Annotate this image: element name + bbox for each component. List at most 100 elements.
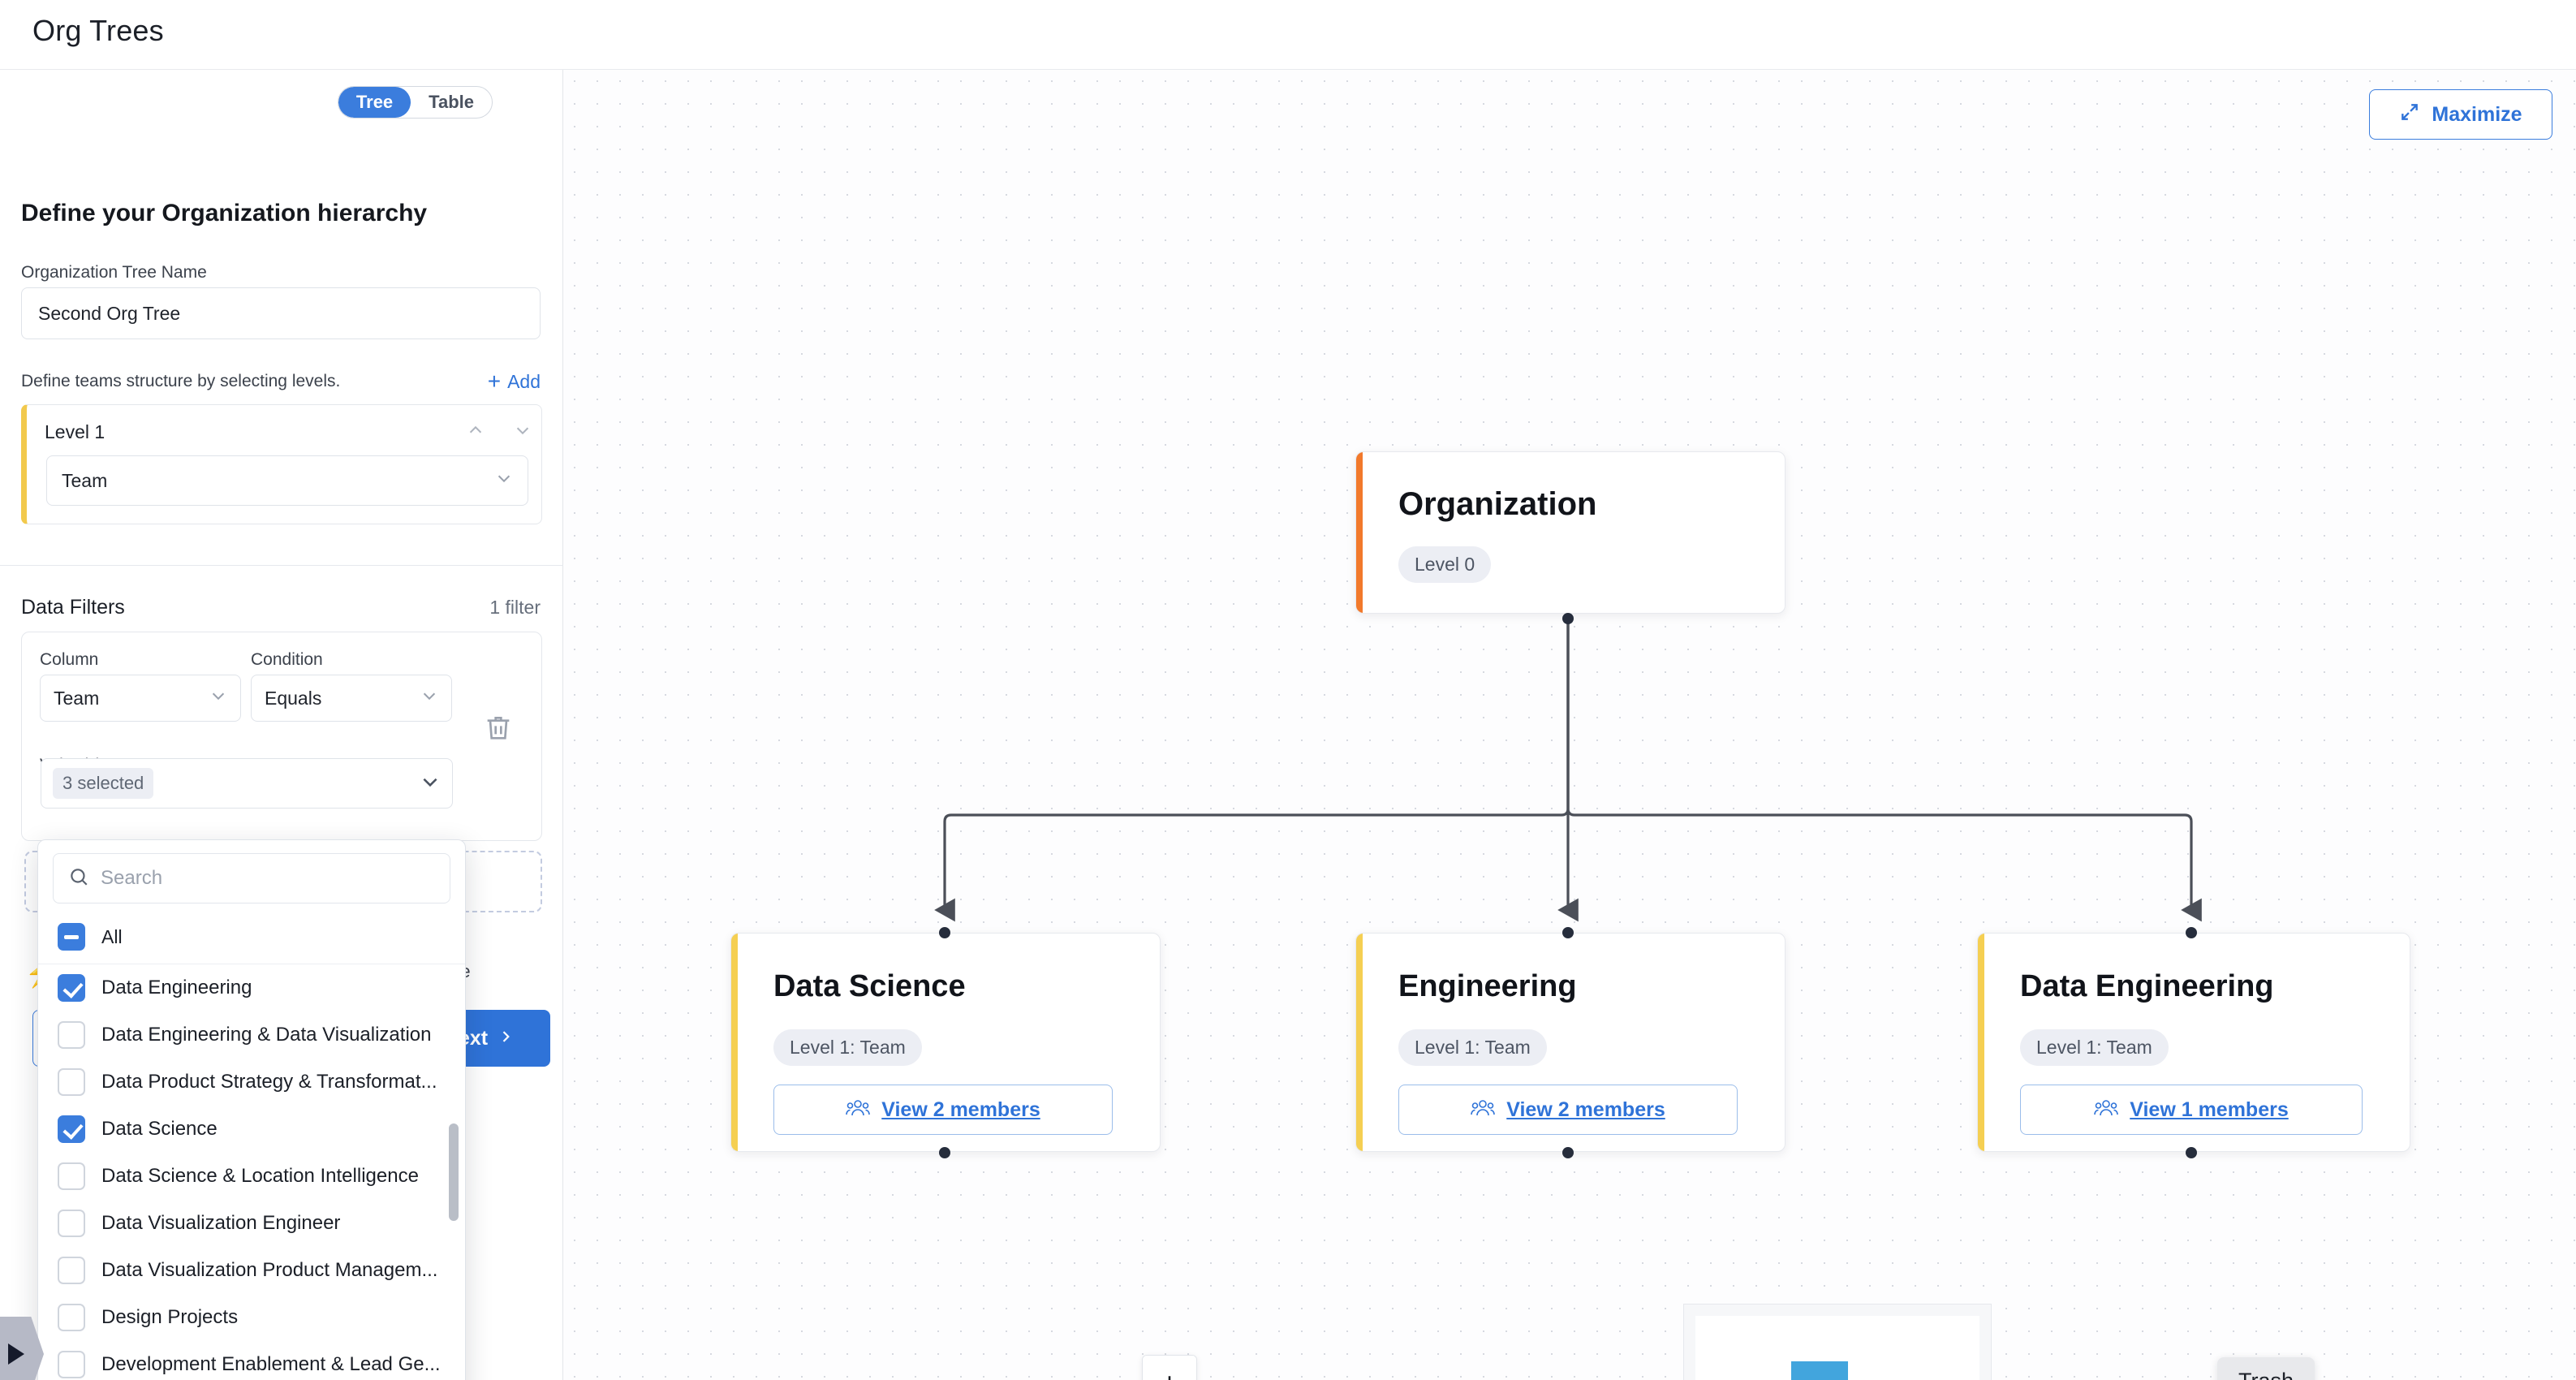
dropdown-option[interactable]: Development Enablement & Lead Ge...	[38, 1341, 465, 1380]
tree-canvas[interactable]: Maximize Organization Level 0 Data Scien…	[563, 70, 2576, 1380]
level-card: Level 1 Team	[21, 404, 542, 524]
plus-icon: +	[487, 369, 502, 394]
view-members-label: View 1 members	[2130, 1098, 2289, 1121]
node-connector-dot	[1562, 613, 1574, 624]
view-members-button[interactable]: View 1 members	[2020, 1085, 2363, 1135]
node-title: Data Engineering	[2020, 969, 2274, 1003]
minimap-viewport	[1695, 1316, 1979, 1380]
chevron-down-icon	[209, 687, 227, 709]
filter-condition-value: Equals	[265, 687, 322, 709]
dropdown-option-label: Data Visualization Product Managem...	[101, 1259, 438, 1281]
triangle-right-icon	[8, 1343, 24, 1365]
select-all-label: All	[101, 925, 123, 947]
canvas-minimap[interactable]	[1683, 1304, 1992, 1380]
chevron-right-icon	[498, 1027, 514, 1050]
top-bar: Org Trees	[0, 0, 2576, 70]
search-input[interactable]	[101, 867, 435, 890]
view-members-label: View 2 members	[1506, 1098, 1665, 1121]
dropdown-select-all[interactable]: All	[38, 913, 465, 964]
expand-arrows-icon	[2399, 101, 2420, 128]
node-level-badge: Level 1: Team	[2020, 1029, 2169, 1066]
page-title: Org Trees	[32, 14, 164, 47]
chevron-down-icon[interactable]	[514, 421, 532, 443]
add-level-label: Add	[507, 370, 541, 392]
checkbox-unchecked-icon[interactable]	[58, 1257, 85, 1284]
dropdown-option[interactable]: Data Engineering	[38, 964, 465, 1011]
delete-filter-button[interactable]	[482, 711, 515, 744]
node-connector-dot	[1562, 1147, 1574, 1158]
tab-tree[interactable]: Tree	[338, 87, 411, 118]
org-node-data-engineering[interactable]: Data Engineering Level 1: Team View 1 me…	[1977, 933, 2410, 1152]
dropdown-option[interactable]: Data Visualization Product Managem...	[38, 1247, 465, 1294]
dropdown-option[interactable]: Data Science & Location Intelligence	[38, 1153, 465, 1200]
dropdown-option[interactable]: Design Projects	[38, 1294, 465, 1341]
dropdown-search-wrap	[38, 840, 465, 913]
dropdown-option-label: Data Engineering & Data Visualization	[101, 1024, 432, 1046]
tab-table[interactable]: Table	[411, 87, 492, 118]
org-node-data-science[interactable]: Data Science Level 1: Team View 2 member…	[730, 933, 1161, 1152]
dropdown-option[interactable]: Data Product Strategy & Transformat...	[38, 1059, 465, 1106]
node-connector-dot	[2186, 927, 2197, 938]
checkbox-unchecked-icon[interactable]	[58, 1068, 85, 1096]
org-node-root[interactable]: Organization Level 0	[1355, 451, 1786, 614]
zoom-in-button[interactable]: +	[1143, 1356, 1196, 1380]
people-icon	[1471, 1098, 1496, 1122]
checkbox-unchecked-icon[interactable]	[58, 1162, 85, 1190]
search-field[interactable]	[53, 853, 450, 903]
chevron-up-icon[interactable]	[467, 421, 485, 443]
chevron-down-icon	[495, 469, 513, 492]
maximize-label: Maximize	[2432, 102, 2522, 126]
panel-heading: Define your Organization hierarchy	[21, 200, 428, 226]
node-level-badge: Level 1: Team	[773, 1029, 922, 1066]
dropdown-option[interactable]: Data Visualization Engineer	[38, 1200, 465, 1247]
selected-count-chip: 3 selected	[53, 768, 154, 799]
dropdown-option-label: Data Visualization Engineer	[101, 1212, 341, 1234]
checkbox-indeterminate-icon[interactable]	[58, 923, 85, 951]
level-row: Level 1	[45, 421, 532, 443]
node-level-badge: Level 0	[1398, 546, 1492, 583]
filter-column-value: Team	[54, 687, 100, 709]
checkbox-unchecked-icon[interactable]	[58, 1210, 85, 1237]
filter-condition-select[interactable]: Equals	[251, 675, 452, 722]
zoom-controls: + −	[1142, 1355, 1197, 1380]
dropdown-option-label: Development Enablement & Lead Ge...	[101, 1353, 441, 1375]
view-members-button[interactable]: View 2 members	[773, 1085, 1113, 1135]
dropdown-option-label: Data Science	[101, 1118, 218, 1140]
node-connector-dot	[2186, 1147, 2197, 1158]
checkbox-unchecked-icon[interactable]	[58, 1021, 85, 1049]
maximize-button[interactable]: Maximize	[2369, 89, 2552, 140]
checkbox-checked-icon[interactable]	[58, 974, 85, 1002]
level-dimension-select[interactable]: Team	[46, 455, 528, 506]
checkbox-unchecked-icon[interactable]	[58, 1304, 85, 1331]
checkbox-unchecked-icon[interactable]	[58, 1351, 85, 1378]
search-icon	[68, 866, 89, 891]
tree-name-label: Organization Tree Name	[21, 263, 207, 282]
dropdown-option[interactable]: Data Science	[38, 1106, 465, 1153]
node-title: Engineering	[1398, 969, 1577, 1003]
filters-header: Data Filters 1 filter	[21, 596, 541, 619]
node-title: Organization	[1398, 486, 1597, 522]
filters-title: Data Filters	[21, 596, 125, 619]
view-members-label: View 2 members	[881, 1098, 1040, 1121]
dropdown-option-label: Data Science & Location Intelligence	[101, 1165, 419, 1187]
checkbox-checked-icon[interactable]	[58, 1115, 85, 1143]
org-node-engineering[interactable]: Engineering Level 1: Team View 2 members	[1355, 933, 1786, 1152]
dropdown-scrollbar[interactable]	[449, 1123, 459, 1221]
level-reorder-controls	[467, 421, 532, 443]
filters-count: 1 filter	[489, 597, 541, 618]
trash-tooltip: Trash	[2217, 1357, 2315, 1380]
dropdown-option-label: Data Product Strategy & Transformat...	[101, 1071, 437, 1093]
tree-name-input[interactable]	[21, 287, 541, 339]
dropdown-option[interactable]: Data Engineering & Data Visualization	[38, 1011, 465, 1059]
add-level-button[interactable]: + Add	[488, 370, 541, 393]
filter-column-select[interactable]: Team	[40, 675, 241, 722]
node-title: Data Science	[773, 969, 966, 1003]
view-members-button[interactable]: View 2 members	[1398, 1085, 1738, 1135]
filter-values-select[interactable]: 3 selected	[41, 758, 453, 809]
level-dimension-value: Team	[62, 469, 108, 491]
node-connector-dot	[1562, 927, 1574, 938]
dropdown-option-label: Design Projects	[101, 1306, 239, 1328]
